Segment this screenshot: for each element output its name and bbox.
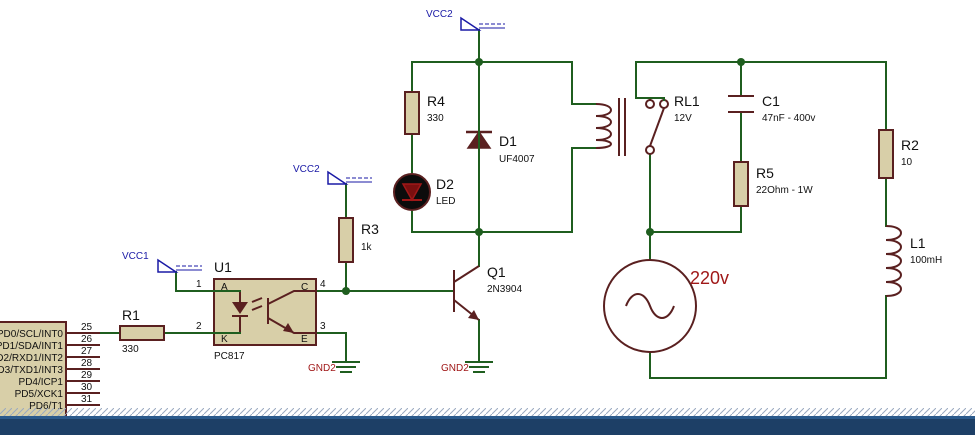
gnd2-opto-terminal[interactable]: GND2: [308, 361, 360, 374]
bottom-statusbar: [0, 408, 975, 435]
gnd2-q1-terminal[interactable]: GND2: [441, 361, 493, 374]
mcu-pin-name: PD2/RXD1/INT2: [0, 353, 63, 364]
optocoupler-u1[interactable]: A K C E 1 2 3 4 U1 PC817: [196, 259, 326, 362]
r3-value: 1k: [361, 242, 373, 253]
c1-value: 47nF - 400v: [762, 113, 815, 124]
mcu-pin-number: 27: [81, 346, 93, 357]
u1-pin1-number: 1: [196, 279, 202, 290]
diode-d1[interactable]: D1 UF4007: [466, 130, 535, 165]
mcu-pin-name: PD4/ICP1: [19, 377, 64, 388]
l1-ref: L1: [910, 235, 926, 251]
mcu-pin-lines: [66, 332, 100, 406]
led-d2[interactable]: D2 LED: [393, 173, 455, 211]
resistor-r5[interactable]: R5 22Ohm - 1W: [733, 161, 813, 207]
d2-value: LED: [436, 196, 455, 207]
u1-value: PC817: [214, 351, 245, 362]
l1-value: 100mH: [910, 255, 942, 266]
mcu-pin-number: 31: [81, 394, 93, 405]
gnd2-q1-label: GND2: [441, 363, 469, 374]
u1-pin-a: A: [221, 282, 228, 293]
u1-pin4-number: 4: [320, 279, 326, 290]
u1-pin-e: E: [301, 334, 308, 345]
vcc2-mid-label: VCC2: [293, 164, 320, 175]
r5-value: 22Ohm - 1W: [756, 185, 813, 196]
mcu-pin-name: PD3/TXD1/INT3: [0, 365, 63, 376]
u1-ref: U1: [214, 259, 232, 275]
rl1-ref: RL1: [674, 93, 700, 109]
mcu-pin-name: PD1/SDA/INT1: [0, 341, 63, 352]
d1-ref: D1: [499, 133, 517, 149]
transistor-q1[interactable]: Q1 2N3904: [453, 264, 522, 321]
gnd2-opto-label: GND2: [308, 363, 336, 374]
ac-source[interactable]: 220v: [603, 259, 729, 353]
u1-pin2-number: 2: [196, 321, 202, 332]
mcu-pin-number: 30: [81, 382, 93, 393]
junctions: [342, 58, 745, 295]
vcc1-terminal[interactable]: VCC1: [122, 251, 202, 273]
d1-value: UF4007: [499, 154, 535, 165]
r4-value: 330: [427, 113, 444, 124]
capacitor-c1[interactable]: C1 47nF - 400v: [728, 93, 815, 124]
resistor-r4[interactable]: R4 330: [404, 91, 445, 135]
wires: [65, 29, 887, 379]
inductor-l1[interactable]: L1 100mH: [885, 225, 942, 297]
ac-label: 220v: [690, 268, 729, 288]
r1-value: 330: [122, 344, 139, 355]
rl1-value: 12V: [674, 113, 692, 124]
resistor-r1[interactable]: R1 330: [119, 307, 165, 355]
r2-ref: R2: [901, 137, 919, 153]
r3-ref: R3: [361, 221, 379, 237]
mcu-pin-name: PD6/T1: [29, 401, 63, 412]
r5-ref: R5: [756, 165, 774, 181]
r4-ref: R4: [427, 93, 445, 109]
c1-ref: C1: [762, 93, 780, 109]
mcu-pin-number: 25: [81, 322, 93, 333]
resistor-r3[interactable]: R3 1k: [338, 217, 379, 263]
d2-ref: D2: [436, 176, 454, 192]
u1-pin-c: C: [301, 282, 308, 293]
mcu-pin-number: 28: [81, 358, 93, 369]
vcc2-top-label: VCC2: [426, 9, 453, 20]
vcc2-top-terminal[interactable]: VCC2: [426, 9, 505, 31]
mcu-pin-name: PD0/SCL/INT0: [0, 329, 63, 340]
vcc1-label: VCC1: [122, 251, 149, 262]
mcu-pin-name: PD5/XCK1: [15, 389, 64, 400]
u1-pin3-number: 3: [320, 321, 326, 332]
resistor-r2[interactable]: R2 10: [878, 129, 919, 179]
r1-ref: R1: [122, 307, 140, 323]
u1-pin-k: K: [221, 334, 228, 345]
relay-rl1[interactable]: RL1 12V: [595, 93, 700, 156]
q1-ref: Q1: [487, 264, 506, 280]
mcu-pin-number: 26: [81, 334, 93, 345]
r2-value: 10: [901, 157, 913, 168]
mcu-pin-number: 29: [81, 370, 93, 381]
q1-value: 2N3904: [487, 284, 522, 295]
vcc2-mid-terminal[interactable]: VCC2: [293, 164, 372, 185]
